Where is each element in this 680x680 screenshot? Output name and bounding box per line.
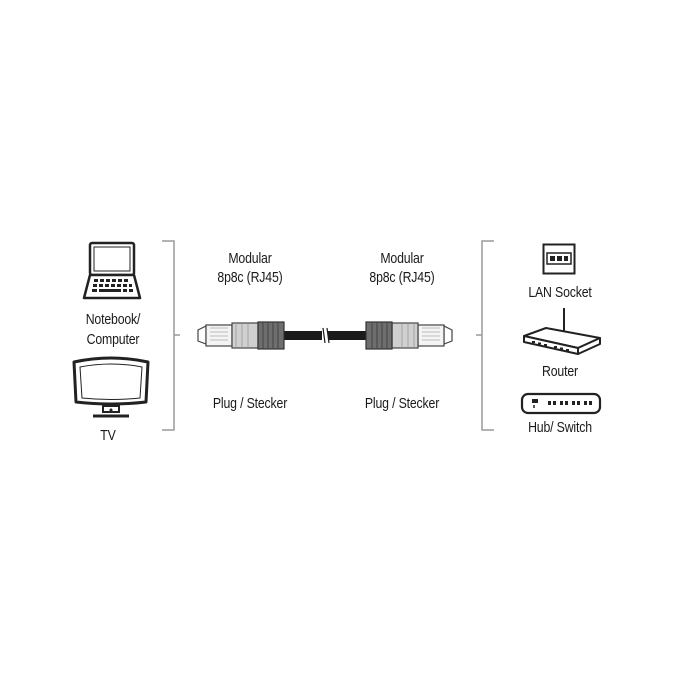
notebook-icon <box>82 241 142 300</box>
router-icon <box>523 308 601 355</box>
tv-label: TV <box>100 427 116 444</box>
router-label: Router <box>542 363 578 380</box>
left-plug-label: Plug / Stecker <box>212 395 288 412</box>
cable-wire-right <box>328 331 366 340</box>
tv-icon <box>72 356 150 418</box>
cable-wire-left <box>284 331 322 340</box>
left-bracket <box>162 240 180 431</box>
left-connector-label-line2: 8p8c (RJ45) <box>217 269 283 286</box>
right-rj45-plug <box>365 321 453 350</box>
patch-cable-illustration <box>197 321 453 350</box>
right-bracket <box>476 240 494 431</box>
hub-switch-label: Hub/ Switch <box>528 419 592 436</box>
lan-socket-label: LAN Socket <box>528 284 592 301</box>
left-rj45-plug <box>197 321 285 350</box>
lan-socket-icon <box>542 243 576 275</box>
left-connector-label-line1: Modular <box>228 250 272 267</box>
hub-switch-icon <box>520 392 602 415</box>
notebook-label-line2: Computer <box>86 331 140 348</box>
right-connector-label-line2: 8p8c (RJ45) <box>369 269 435 286</box>
right-plug-label: Plug / Stecker <box>364 395 440 412</box>
notebook-label-line1: Notebook/ <box>85 311 141 328</box>
right-connector-label-line1: Modular <box>380 250 424 267</box>
